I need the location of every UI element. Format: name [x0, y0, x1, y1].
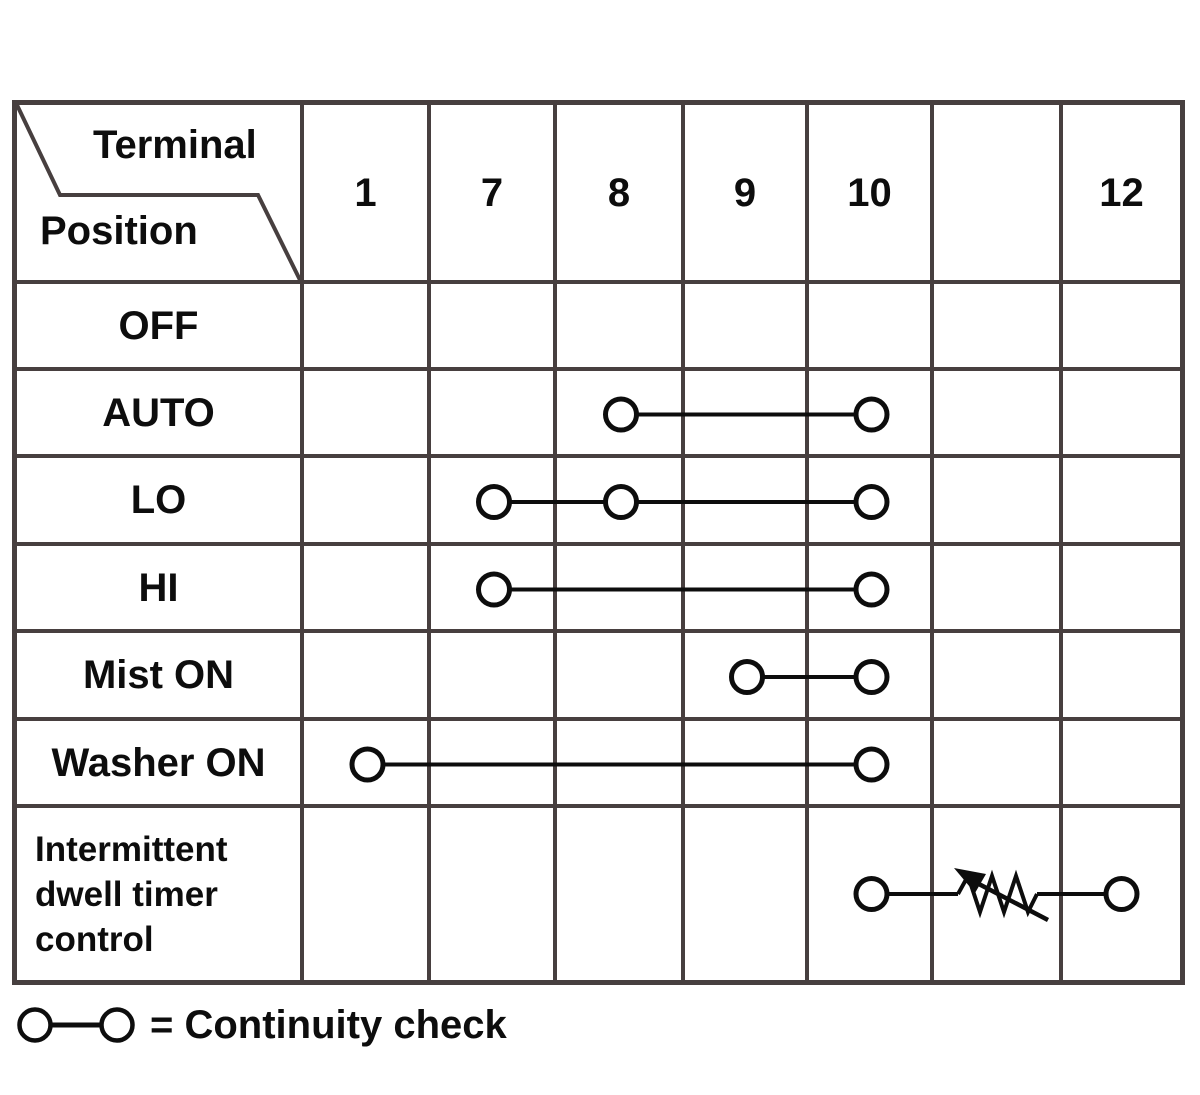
grid-cell	[431, 546, 557, 633]
grid-cell	[557, 458, 685, 546]
grid-cell	[809, 371, 934, 458]
grid-cell	[685, 721, 809, 808]
grid-cell	[685, 546, 809, 633]
grid-cell	[431, 284, 557, 371]
terminal-column-header-7: 7	[431, 105, 557, 284]
terminal-header-label: Terminal	[93, 123, 257, 167]
legend: = Continuity check	[16, 1000, 507, 1050]
terminal-column-header-12: 12	[1063, 105, 1180, 284]
grid-cell	[809, 808, 934, 980]
grid-cell	[934, 458, 1063, 546]
diagonal-divider	[15, 104, 302, 281]
grid-cell	[304, 721, 431, 808]
row-label-mist-on: Mist ON	[17, 633, 304, 721]
grid-cell	[809, 546, 934, 633]
grid-cell	[431, 721, 557, 808]
grid-cell	[809, 633, 934, 721]
grid-cell	[304, 458, 431, 546]
grid-cell	[557, 721, 685, 808]
grid-cell	[809, 721, 934, 808]
row-label-auto: AUTO	[17, 371, 304, 458]
grid-cell	[809, 458, 934, 546]
grid-cell	[934, 721, 1063, 808]
grid-cell	[685, 633, 809, 721]
grid-cell	[304, 371, 431, 458]
grid-cell	[934, 808, 1063, 980]
row-label-washer-on: Washer ON	[17, 721, 304, 808]
grid-cell	[304, 808, 431, 980]
terminal-column-header-blank	[934, 105, 1063, 284]
grid-cell	[934, 546, 1063, 633]
grid-cell	[431, 371, 557, 458]
grid-cell	[1063, 808, 1180, 980]
grid-cell	[934, 284, 1063, 371]
grid-cell	[304, 284, 431, 371]
grid-cell	[685, 458, 809, 546]
grid-cell	[809, 284, 934, 371]
grid-cell	[304, 546, 431, 633]
terminal-column-header-1: 1	[304, 105, 431, 284]
grid-cell	[1063, 458, 1180, 546]
grid-cell	[557, 371, 685, 458]
grid-cell	[1063, 546, 1180, 633]
grid-cell	[304, 633, 431, 721]
grid-cell	[1063, 284, 1180, 371]
position-header-label: Position	[40, 209, 198, 253]
grid-cell	[557, 633, 685, 721]
grid-cell	[431, 808, 557, 980]
row-label-off: OFF	[17, 284, 304, 371]
continuity-symbol-icon	[17, 1007, 135, 1043]
grid-cell	[934, 371, 1063, 458]
grid-cell	[934, 633, 1063, 721]
row-label-intermittent-dwell-timer-control: Intermittent dwell timer control	[17, 808, 304, 980]
grid-cell	[1063, 633, 1180, 721]
grid-cell	[685, 808, 809, 980]
grid-cell	[557, 546, 685, 633]
grid-cell	[685, 284, 809, 371]
grid-cell	[1063, 721, 1180, 808]
terminal-column-header-9: 9	[685, 105, 809, 284]
grid-cell	[431, 458, 557, 546]
row-label-lo: LO	[17, 458, 304, 546]
row-label-hi: HI	[17, 546, 304, 633]
grid-cell	[685, 371, 809, 458]
grid-cell	[431, 633, 557, 721]
grid-cell	[557, 284, 685, 371]
terminal-column-header-10: 10	[809, 105, 934, 284]
terminal-position-corner-cell: Terminal Position	[15, 104, 304, 284]
grid-cell	[1063, 371, 1180, 458]
grid-cell	[557, 808, 685, 980]
legend-text: = Continuity check	[150, 1002, 507, 1047]
terminal-column-header-8: 8	[557, 105, 685, 284]
terminal-position-table: Terminal Position 1 7 8 9 10 12 OFF AUTO…	[12, 100, 1185, 985]
